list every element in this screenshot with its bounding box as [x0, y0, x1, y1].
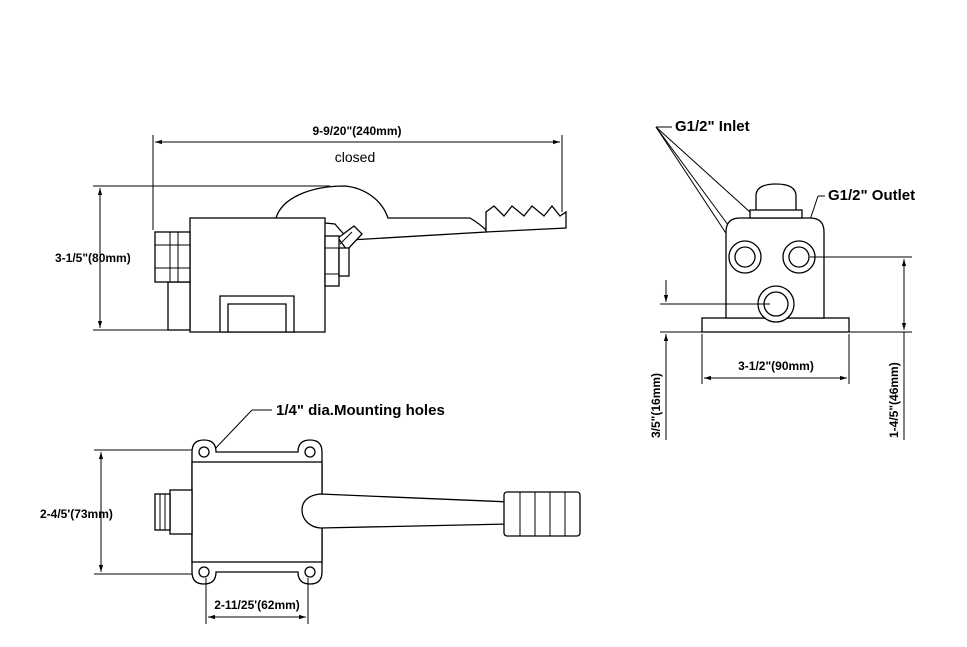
- inlet-label: G1/2" Inlet: [675, 118, 750, 135]
- mounting-hole-tl: [198, 446, 210, 458]
- outlet-label: G1/2" Outlet: [828, 187, 915, 204]
- base-width-dimension: 3-1/2"(90mm): [701, 334, 850, 384]
- high-port-height-label: 1-4/5"(46mm): [887, 362, 901, 438]
- valve-body-top: [154, 439, 581, 585]
- mounting-hole-bl: [198, 566, 210, 578]
- height-dimension: 3-1/5"(80mm): [55, 185, 330, 331]
- mounting-holes-label: 1/4" dia.Mounting holes: [276, 402, 445, 419]
- side-view: 9-9/20"(240mm) closed 3-1/5"(80mm): [55, 124, 567, 333]
- closed-note: closed: [335, 149, 375, 165]
- height-label: 3-1/5"(80mm): [55, 251, 131, 265]
- mounting-hole-tr: [304, 446, 316, 458]
- width-dimension: 2-4/5'(73mm): [40, 449, 205, 575]
- mounting-hole-br: [304, 566, 316, 578]
- pedal-lever: [275, 185, 567, 252]
- valve-body-side: [154, 217, 350, 333]
- end-view: G1/2" Inlet G1/2" Outlet: [649, 118, 915, 440]
- hole-spacing-label: 2-11/25'(62mm): [214, 598, 300, 612]
- valve-body-end: [701, 183, 850, 333]
- base-width-label: 3-1/2"(90mm): [738, 359, 814, 373]
- top-view: 1/4" dia.Mounting holes 2-4/5'(73mm): [40, 402, 581, 624]
- low-port-height-label: 3/5"(16mm): [649, 373, 663, 438]
- mounting-holes-callout: 1/4" dia.Mounting holes: [211, 402, 445, 453]
- overall-length-label: 9-9/20"(240mm): [312, 124, 401, 138]
- width-label: 2-4/5'(73mm): [40, 507, 113, 521]
- length-dimension: 9-9/20"(240mm) closed: [152, 124, 563, 230]
- high-port-height-dimension: 1-4/5"(46mm): [810, 256, 912, 440]
- hole-spacing-dimension: 2-11/25'(62mm): [205, 578, 309, 624]
- low-port-height-dimension: 3/5"(16mm): [649, 280, 770, 440]
